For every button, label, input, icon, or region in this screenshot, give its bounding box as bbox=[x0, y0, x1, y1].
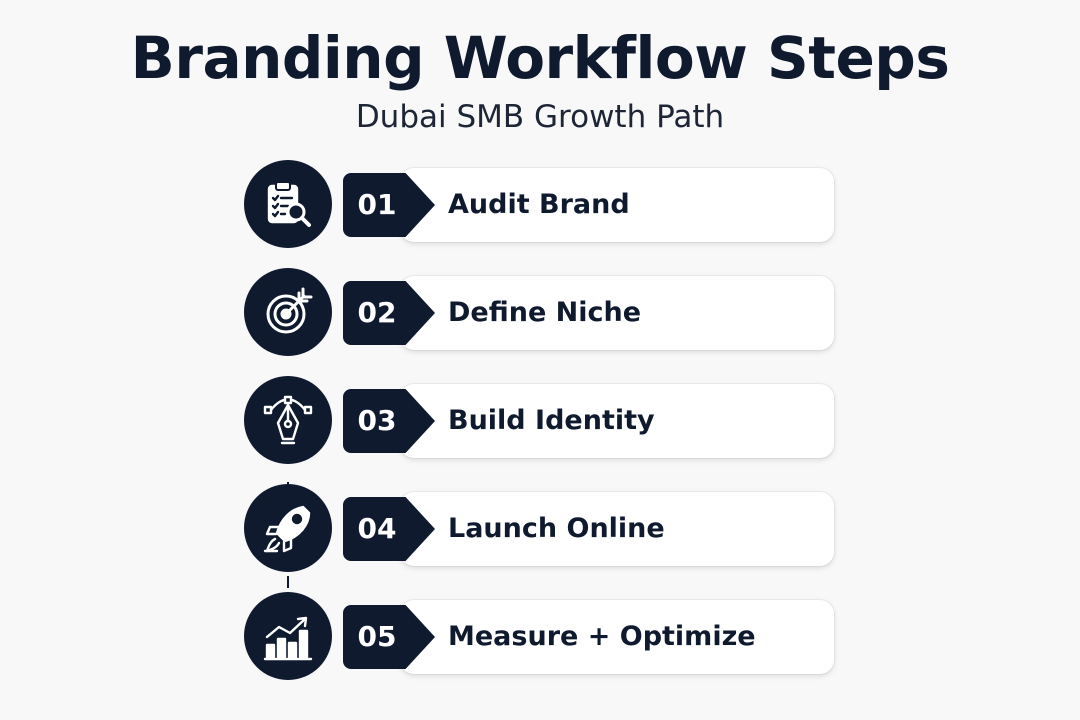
page-subtitle: Dubai SMB Growth Path bbox=[355, 99, 725, 135]
workflow-step-4: Launch Online 04 bbox=[244, 484, 844, 574]
step-label: Define Niche bbox=[448, 297, 642, 328]
step-card: Audit Brand bbox=[400, 168, 834, 242]
step-number: 05 bbox=[357, 620, 397, 653]
step-number: 01 bbox=[357, 188, 397, 221]
target-icon bbox=[266, 287, 313, 334]
workflow-step-5: Measure + Optimize 05 bbox=[244, 592, 844, 682]
workflow-step-2: Define Niche 02 bbox=[244, 268, 844, 358]
step-icon-circle bbox=[244, 484, 332, 572]
rocket-icon bbox=[263, 505, 311, 553]
step-label: Audit Brand bbox=[448, 189, 630, 220]
step-label: Launch Online bbox=[448, 513, 665, 544]
pen-tool-icon bbox=[263, 395, 313, 445]
step-icon-circle bbox=[244, 592, 332, 680]
step-icon-circle bbox=[244, 160, 332, 248]
step-number: 03 bbox=[357, 404, 397, 437]
step-label: Measure + Optimize bbox=[448, 621, 756, 652]
step-card: Define Niche bbox=[400, 276, 834, 350]
page-title: Branding Workflow Steps bbox=[130, 24, 950, 92]
workflow-step-3: Build Identity 03 bbox=[244, 376, 844, 466]
workflow-step-1: Audit Brand 01 bbox=[244, 160, 844, 250]
step-card: Measure + Optimize bbox=[400, 600, 834, 674]
step-label: Build Identity bbox=[448, 405, 655, 436]
clipboard-search-icon bbox=[267, 181, 311, 227]
step-icon-circle bbox=[244, 376, 332, 464]
growth-chart-icon bbox=[263, 616, 313, 661]
step-number: 02 bbox=[357, 296, 397, 329]
step-card: Launch Online bbox=[400, 492, 834, 566]
step-icon-circle bbox=[244, 268, 332, 356]
step-number: 04 bbox=[357, 512, 397, 545]
step-card: Build Identity bbox=[400, 384, 834, 458]
